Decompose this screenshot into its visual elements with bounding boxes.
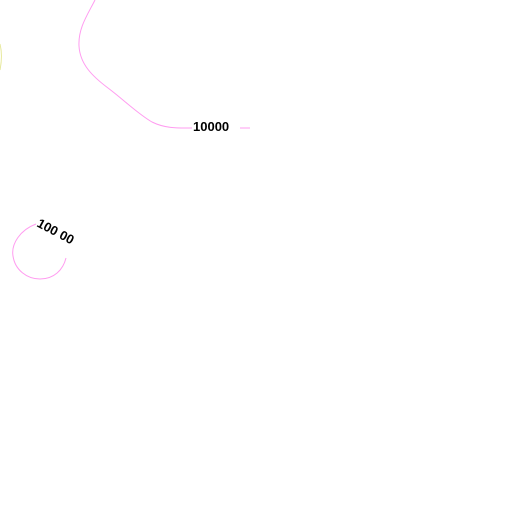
edge-contour-line xyxy=(0,43,2,71)
contour-label-loop: 100 00 xyxy=(35,215,77,247)
contour-label-10000: 10000 xyxy=(193,119,229,134)
contour-loop-10000 xyxy=(12,223,67,280)
contour-line-10000 xyxy=(78,0,193,129)
